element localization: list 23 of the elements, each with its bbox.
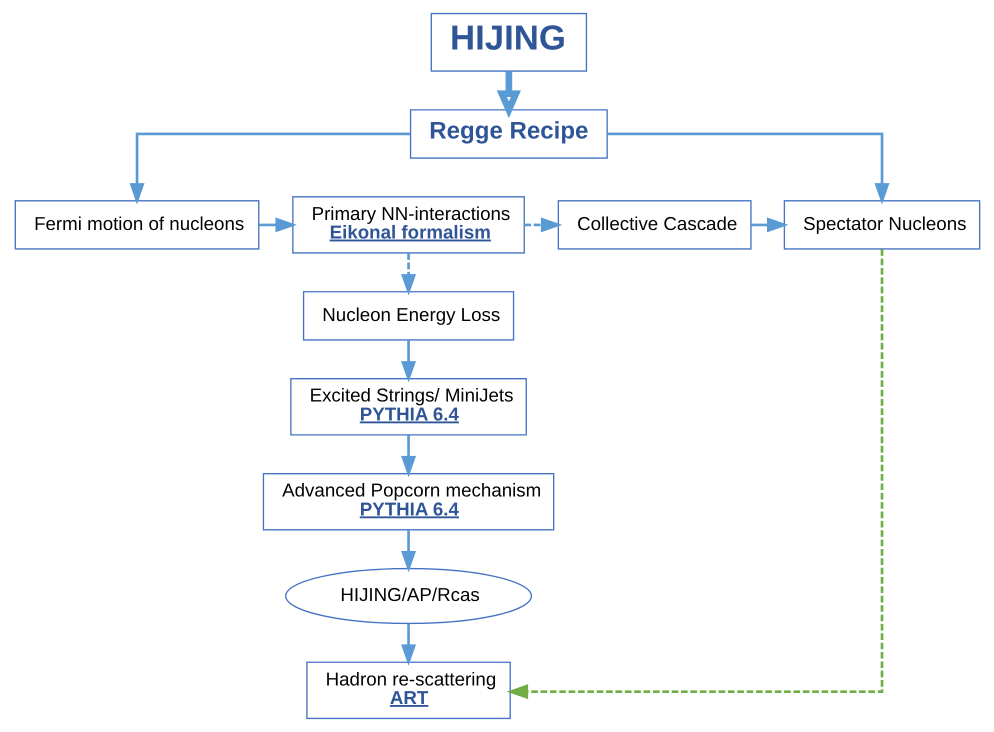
arrow: [400, 530, 416, 572]
arrow: [400, 253, 416, 296]
node-ellipse: HIJING/AP/Rcas: [284, 568, 532, 624]
arrow: [400, 624, 416, 666]
node-box: Regge Recipe: [409, 109, 608, 159]
node-box: HIJING: [430, 12, 587, 72]
arrow: [606, 132, 890, 205]
arrow: [506, 249, 883, 700]
arrow: [750, 217, 788, 232]
node-box: Collective Cascade: [557, 200, 752, 250]
arrow: [400, 435, 416, 478]
arrow: [496, 71, 520, 118]
node-box: Hadron re-scattering ART: [306, 662, 510, 720]
arrow: [258, 217, 296, 232]
node-box: Advanced Popcorn mechanism PYTHIA 6.4: [262, 473, 554, 530]
node-box: Nucleon Energy Loss: [302, 291, 514, 341]
arrow: [400, 340, 416, 383]
node-box: Spectator Nucleons: [783, 200, 980, 250]
arrow: [524, 217, 562, 232]
node-box: Excited Strings/ MiniJets PYTHIA 6.4: [290, 378, 526, 436]
node-box: Primary NN-interactions Eikonal formalism: [292, 196, 524, 254]
node-box: Fermi motion of nucleons: [14, 200, 259, 250]
arrow: [129, 132, 410, 205]
